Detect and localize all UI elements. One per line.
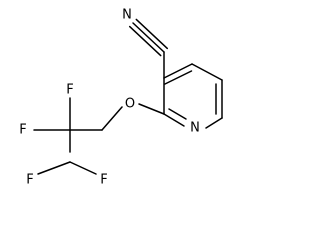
nitrile-triple-bond xyxy=(128,18,169,57)
pyridine-ring xyxy=(163,63,223,129)
bond-ring-to-oxygen xyxy=(138,103,165,115)
bond-chf2-to-f3 xyxy=(37,161,71,175)
bond-chf2-to-f4 xyxy=(69,161,97,175)
ring-nitrogen-label: N xyxy=(190,121,200,136)
chemical-structure: N O N F F F F xyxy=(19,8,223,188)
fluorine-bottom-left-label: F xyxy=(26,173,33,188)
fluorine-left-label: F xyxy=(19,123,26,138)
fluorine-top-label: F xyxy=(66,83,73,98)
fluorine-bottom-right-label: F xyxy=(100,173,107,188)
bond-oxygen-to-ch2 xyxy=(101,106,123,131)
nitrile-nitrogen-label: N xyxy=(122,8,132,23)
ether-oxygen-label: O xyxy=(125,97,135,112)
